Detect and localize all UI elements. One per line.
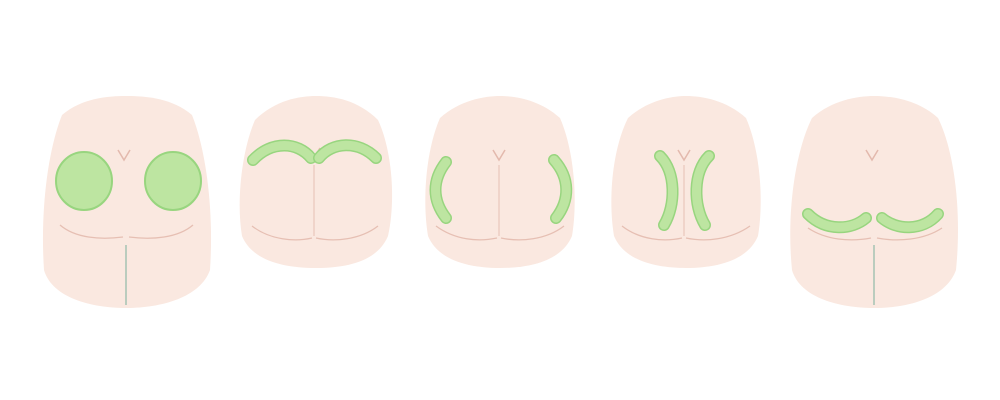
figure-5-right-zone-fill [877, 209, 943, 232]
buttocks-figure-4 [611, 96, 761, 268]
figure-2-body [239, 96, 393, 268]
figure-4-gluteal-cleft [677, 149, 691, 162]
buttocks-figure-2 [239, 96, 393, 268]
figure-2-right-crease [315, 225, 379, 241]
figure-1-left-crease [59, 224, 124, 239]
buttocks-figure-3 [425, 96, 575, 268]
circle-zones-icon [55, 151, 202, 211]
figure-2-left-zone-fill [248, 141, 316, 165]
buttocks-figure-1 [42, 96, 212, 308]
figure-5-left-zone-fill [803, 209, 871, 232]
buttocks-figure-5 [790, 96, 958, 308]
figure-2-right-zone-fill [314, 140, 381, 163]
figure-5-body [790, 96, 958, 308]
figure-2-left-crease [251, 225, 313, 241]
figure-5-left-crease [807, 227, 872, 241]
lower-arc-zones-icon [802, 208, 944, 234]
figure-3-body [425, 96, 575, 268]
inner-arc-zones-icon [654, 150, 715, 231]
figure-4-left-zone-fill [655, 151, 678, 230]
figure-1-right-zone [144, 151, 202, 211]
figure-5-right-crease [876, 227, 943, 241]
figure-1-body [42, 96, 212, 308]
figure-1-right-crease [128, 224, 194, 239]
upper-arc-zones-icon [247, 139, 382, 166]
figure-4-left-crease [621, 225, 683, 241]
figure-1-left-zone [55, 151, 113, 211]
figure-5-gluteal-cleft [865, 149, 879, 162]
figure-3-right-zone-fill [549, 155, 571, 223]
figure-4-right-crease [685, 225, 751, 241]
figure-4-right-zone-fill [691, 151, 714, 230]
side-arc-zones-icon [429, 154, 573, 224]
figure-3-left-zone-fill [431, 157, 451, 223]
figure-3-left-crease [435, 225, 498, 241]
figure-1-gluteal-cleft [117, 149, 131, 162]
figure-4-body [611, 96, 761, 268]
figure-3-gluteal-cleft [492, 149, 506, 162]
figure-3-right-crease [500, 225, 565, 241]
